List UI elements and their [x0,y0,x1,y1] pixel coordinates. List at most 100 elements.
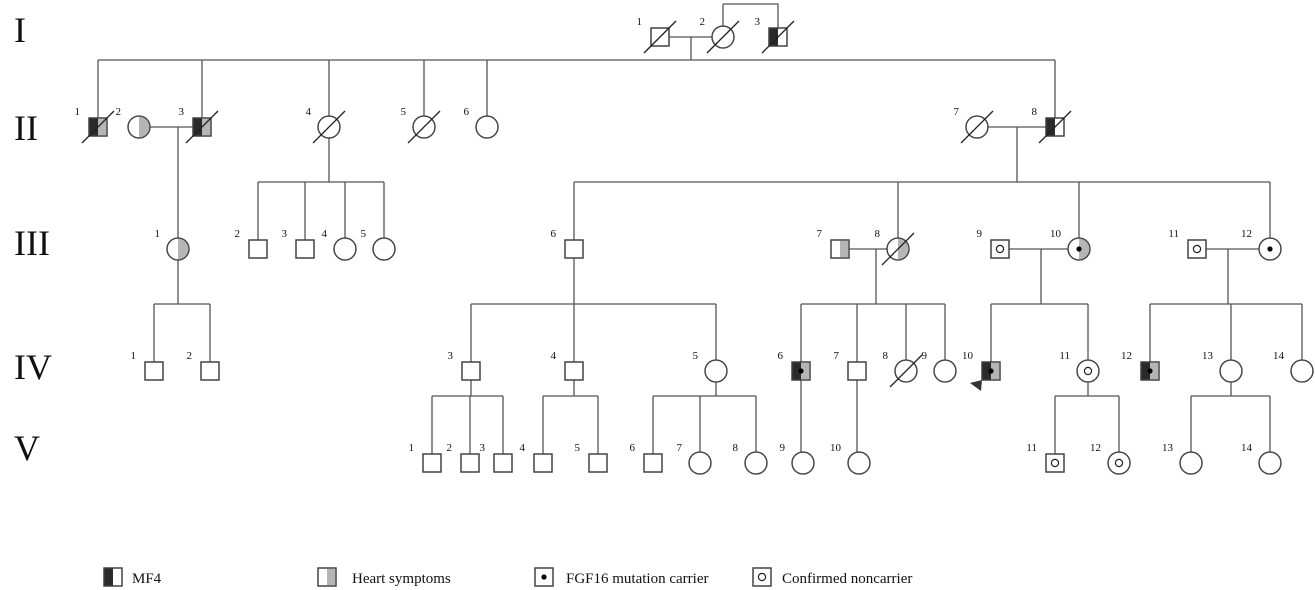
noncarrier-ring [1114,458,1124,468]
male-outline [564,361,584,381]
legend-label: FGF16 mutation carrier [566,571,708,587]
individual-number: 6 [464,106,470,118]
individual-number: 2 [447,442,453,454]
heart-fill [1079,238,1090,260]
individual-number: 14 [1241,442,1253,454]
male-square [460,453,480,473]
female-outline [1290,359,1314,383]
female-outline [886,237,910,261]
individual-II-7: 7 [954,106,994,144]
female-outline [744,451,768,475]
deceased-slash [706,20,740,54]
individual-IV-14: 14 [1273,350,1314,383]
individual-number: 8 [733,442,739,454]
heart-fill [98,118,107,136]
individual-number: 12 [1241,228,1252,240]
female-outline [1219,359,1243,383]
individual-number: 10 [830,442,842,454]
generation-label-V: V [14,428,40,468]
individual-number: 13 [1202,350,1214,362]
legend-label: Confirmed noncarrier [782,571,912,587]
deceased-slash [761,20,795,54]
deceased-slash [312,110,346,144]
individual-number: 2 [235,228,241,240]
individual-number: 11 [1026,442,1037,454]
generation-label-II: II [14,108,38,148]
male-outline [1187,239,1207,259]
individual-III-7: 7 [817,228,850,259]
male-outline [534,567,554,587]
male-square [564,239,584,259]
female-outline [1258,451,1282,475]
individual-III-10: 10 [1050,228,1091,261]
individual-I-3: 3 [755,16,795,54]
individual-II-2: 2 [116,106,151,139]
heart-fill [327,568,336,586]
heart-fill [178,238,189,260]
generation-label-III: III [14,223,50,263]
individual-V-10: 10 [830,442,871,475]
individual-III-8: 8 [875,228,915,266]
male-outline [422,453,442,473]
individual-IV-3: 3 [448,350,481,381]
individual-V-2: 2 [447,442,480,473]
female-outline [688,451,712,475]
carrier-dot [1267,246,1273,252]
female-outline [1258,237,1282,261]
individual-IV-9: 9 [922,350,957,383]
individual-number: 3 [282,228,288,240]
noncarrier-ring [995,244,1005,254]
carrier-dot [988,368,994,374]
legend-label: Heart symptoms [352,571,451,587]
male-outline [981,361,1001,381]
individual-number: 14 [1273,350,1285,362]
heart-fill [1150,362,1159,380]
individual-number: 4 [520,442,526,454]
male-outline [103,567,123,587]
male-outline [564,239,584,259]
individual-II-4: 4 [306,106,346,144]
male-outline [295,239,315,259]
individual-number: 1 [409,442,415,454]
heart-fill [898,238,909,260]
pedigree-lines [97,3,1303,454]
individual-III-6: 6 [551,228,584,259]
legend-symbol-mf4 [103,567,123,587]
deceased-slash [185,110,219,144]
individual-III-3: 3 [282,228,315,259]
individual-V-12: 12 [1090,442,1131,475]
mf4-fill [1141,362,1150,380]
individual-number: 1 [75,106,81,118]
individual-number: 5 [575,442,581,454]
individual-number: 13 [1162,442,1174,454]
individual-number: 7 [817,228,823,240]
female-outline [933,359,957,383]
male-outline [1140,361,1160,381]
female-outline [475,115,499,139]
individual-number: 9 [780,442,786,454]
individual-II-5: 5 [401,106,441,144]
individual-II-6: 6 [464,106,499,139]
individual-III-4: 4 [322,228,357,261]
individual-IV-13: 13 [1202,350,1243,383]
proband-arrow [970,380,982,391]
individual-number: 2 [187,350,193,362]
male-outline [752,567,772,587]
male-outline [1045,117,1065,137]
female-outline [894,359,918,383]
male-square [422,453,442,473]
noncarrier-ring [1083,366,1093,376]
noncarrier-ring [757,572,767,582]
male-square [295,239,315,259]
individual-V-7: 7 [677,442,712,475]
pedigree-line [723,3,779,28]
female-outline [372,237,396,261]
individual-II-3: 3 [179,106,219,144]
male-outline [768,27,788,47]
male-outline [317,567,337,587]
individual-III-2: 2 [235,228,268,259]
carrier-dot [798,368,804,374]
individual-number: 3 [179,106,185,118]
